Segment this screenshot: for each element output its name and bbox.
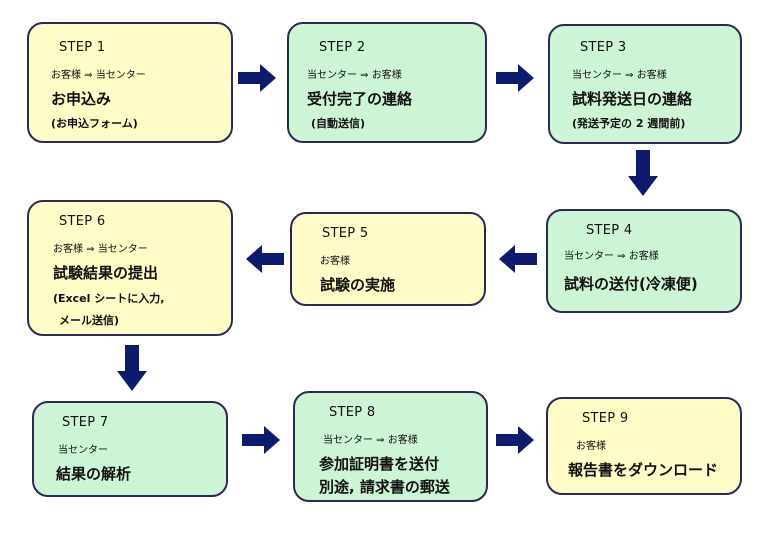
step-9-title: 報告書をダウンロード: [568, 461, 719, 479]
step-6-direction: お客様 ⇒ 当センター: [53, 244, 148, 255]
arrow-down-icon: [628, 150, 658, 196]
step-4-box: STEP 4 当センター ⇒ お客様 試料の送付(冷凍便): [546, 209, 742, 313]
step-4-direction: 当センター ⇒ お客様: [564, 251, 659, 262]
step-6-sub: (Excel シートに入力,: [53, 292, 165, 305]
step-8-label: STEP 8: [329, 405, 376, 420]
step-7-label: STEP 7: [62, 415, 109, 430]
step-8-box: STEP 8 当センター ⇒ お客様 参加証明書を送付 別途, 請求書の郵送: [293, 391, 488, 502]
step-7-box: STEP 7 当センター 結果の解析: [32, 401, 228, 497]
step-1-title: お申込み: [51, 90, 112, 108]
arrow-left-icon: [246, 245, 284, 273]
step-3-label: STEP 3: [580, 40, 627, 55]
step-2-label: STEP 2: [319, 40, 366, 55]
step-6-label: STEP 6: [59, 214, 106, 229]
step-9-direction: お客様: [576, 441, 606, 452]
step-9-box: STEP 9 お客様 報告書をダウンロード: [546, 397, 742, 495]
arrow-right-icon: [242, 426, 280, 454]
step-5-direction: お客様: [320, 256, 350, 267]
step-6-box: STEP 6 お客様 ⇒ 当センター 試験結果の提出 (Excel シートに入力…: [27, 200, 233, 336]
step-5-box: STEP 5 お客様 試験の実施: [290, 212, 486, 306]
step-3-title: 試料発送日の連絡: [572, 90, 693, 108]
step-2-direction: 当センター ⇒ お客様: [307, 70, 402, 81]
step-8-title-2: 別途, 請求書の郵送: [319, 478, 450, 496]
step-3-box: STEP 3 当センター ⇒ お客様 試料発送日の連絡 (発送予定の 2 週間前…: [548, 24, 742, 144]
step-6-sub-2: メール送信): [59, 314, 120, 327]
step-2-box: STEP 2 当センター ⇒ お客様 受付完了の連絡 (自動送信): [287, 22, 487, 143]
step-3-direction: 当センター ⇒ お客様: [572, 70, 667, 81]
step-1-label: STEP 1: [59, 40, 106, 55]
step-2-sub: (自動送信): [311, 117, 366, 130]
step-5-title: 試験の実施: [320, 276, 396, 294]
arrow-left-icon: [499, 245, 537, 273]
step-4-title: 試料の送付(冷凍便): [564, 275, 698, 293]
step-4-label: STEP 4: [586, 223, 633, 238]
step-3-sub: (発送予定の 2 週間前): [572, 117, 686, 130]
step-7-title: 結果の解析: [56, 465, 132, 483]
arrow-right-icon: [496, 64, 534, 92]
step-2-title: 受付完了の連絡: [307, 90, 413, 108]
step-8-title: 参加証明書を送付: [319, 455, 440, 473]
step-1-box: STEP 1 お客様 ⇒ 当センター お申込み (お申込フォーム): [27, 22, 233, 143]
step-1-direction: お客様 ⇒ 当センター: [51, 70, 146, 81]
step-1-sub: (お申込フォーム): [51, 117, 138, 130]
arrow-down-icon: [117, 345, 147, 391]
step-6-title: 試験結果の提出: [53, 264, 159, 282]
step-9-label: STEP 9: [582, 411, 629, 426]
step-8-direction: 当センター ⇒ お客様: [323, 435, 418, 446]
arrow-right-icon: [496, 426, 534, 454]
step-5-label: STEP 5: [322, 226, 369, 241]
step-7-direction: 当センター: [58, 445, 108, 456]
arrow-right-icon: [238, 64, 276, 92]
